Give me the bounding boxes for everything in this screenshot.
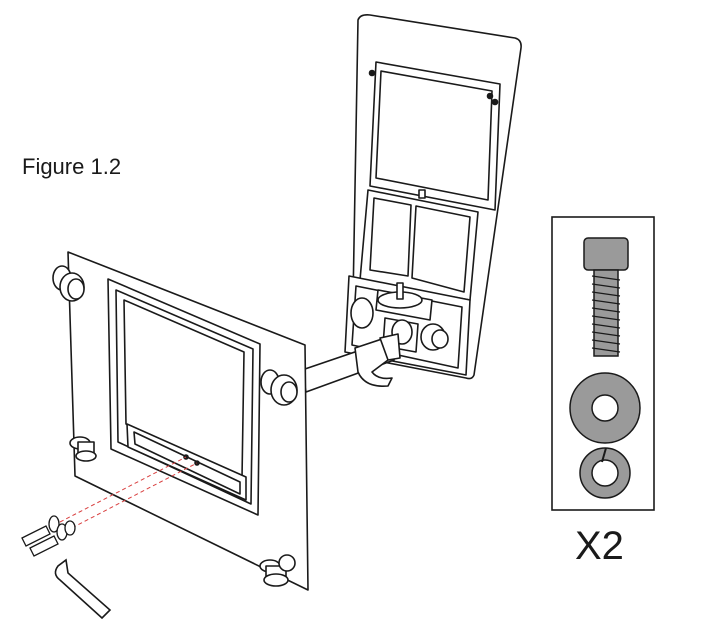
hardware-box (551, 216, 655, 511)
corner-knob-top-left (52, 265, 85, 302)
corner-knob-bottom-left (69, 436, 97, 462)
alignment-guides (59, 456, 198, 532)
quantity-label: X2 (575, 524, 624, 568)
bolt-icon (583, 237, 629, 357)
corner-knob-bottom-right (259, 554, 296, 587)
extension-arm (301, 333, 401, 393)
flat-washer-icon (569, 372, 641, 444)
lock-washer-icon (579, 447, 631, 499)
loose-screws (21, 515, 76, 557)
hex-key-icon (54, 558, 112, 620)
corner-knob-top-right (260, 369, 298, 406)
monitor-plate (67, 251, 309, 591)
figure-label: Figure 1.2 (22, 154, 122, 179)
